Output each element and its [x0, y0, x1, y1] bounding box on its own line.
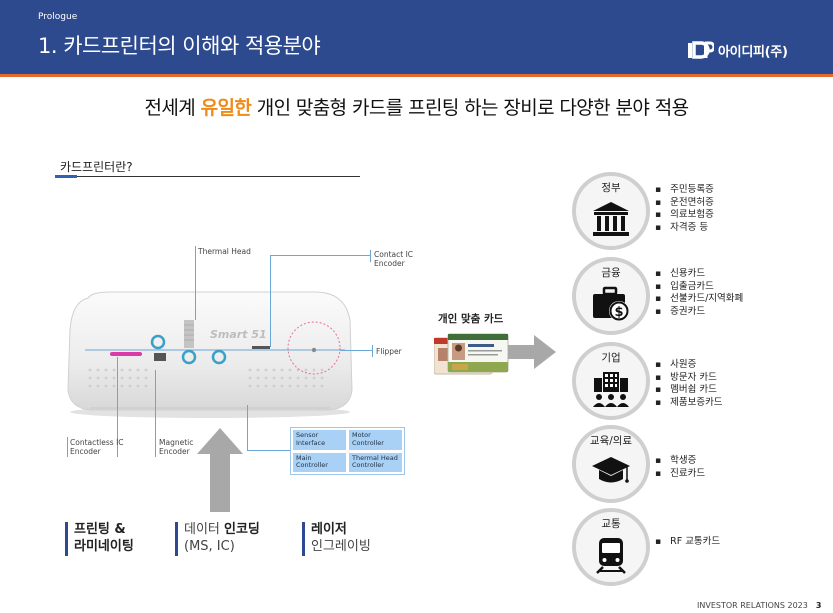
office-people-icon: [593, 372, 629, 407]
capability-laser: 레이저 인그레이빙: [302, 522, 371, 556]
category-transport-list: RF 교통카드: [655, 536, 720, 549]
controller-motor: Motor Controller: [349, 430, 402, 450]
category-label: 교통: [601, 518, 621, 530]
controller-sensor-interface: Sensor Interface: [293, 430, 346, 450]
list-item: 주민등록증: [655, 184, 714, 197]
category-finance-list: 신용카드 입출금카드 선불카드/지역화폐 증권카드: [655, 268, 743, 318]
flipper-line-tick: [372, 345, 373, 357]
svg-text:Smart 51: Smart 51: [210, 328, 267, 341]
headline-pre: 전세계: [144, 97, 201, 119]
thermal-head-line: [195, 246, 196, 320]
capability-bar: [65, 522, 68, 556]
section-title: 카드프린터란?: [60, 160, 133, 174]
list-item: 신용카드: [655, 268, 743, 281]
category-finance: 금융 $: [572, 257, 650, 335]
capability-printing: 프린팅 & 라미네이팅: [65, 522, 134, 556]
headline-highlight: 유일한: [200, 97, 252, 119]
prologue-label: Prologue: [38, 12, 78, 22]
category-education-medical: 교육/의료: [572, 425, 650, 503]
list-item: 진료카드: [655, 468, 705, 481]
section-rule: [55, 176, 360, 177]
id-card-image: [434, 333, 509, 375]
contact-ic-line-v: [270, 255, 271, 347]
category-enterprise-list: 사원증 방문자 카드 멤버쉽 카드 제품보증카드: [655, 359, 723, 410]
category-transport: 교통: [572, 508, 650, 586]
controller-line-h: [247, 450, 290, 451]
graduation-cap-icon: [592, 457, 630, 483]
list-item: 자격증 등: [655, 222, 714, 235]
controller-box: Sensor Interface Motor Controller Main C…: [290, 427, 405, 475]
government-building-icon: [593, 202, 629, 236]
page-title: 1. 카드프린터의 이해와 적용분야: [38, 34, 321, 58]
header-accent-stripe: [0, 74, 833, 77]
brand-name: 아이디피(주): [718, 44, 788, 60]
headline: 전세계 유일한 개인 맞춤형 카드를 프린팅 하는 장비로 다양한 분야 적용: [0, 93, 833, 120]
magnetic-line: [155, 370, 156, 457]
card-title: 개인 맞춤 카드: [438, 313, 504, 325]
category-label: 금융: [601, 267, 621, 279]
list-item: 입출금카드: [655, 281, 743, 294]
category-education-medical-list: 학생증 진료카드: [655, 455, 705, 480]
category-government-list: 주민등록증 운전면허증 의료보험증 자격증 등: [655, 184, 714, 234]
contact-ic-label: Contact IC Encoder: [374, 250, 414, 268]
list-item: 방문자 카드: [655, 372, 723, 385]
magnetic-label: Magnetic Encoder: [159, 438, 194, 456]
up-arrow-icon: [197, 428, 243, 512]
list-item: 제품보증카드: [655, 397, 722, 410]
footer: INVESTOR RELATIONS 2023 3: [697, 601, 821, 610]
footer-text: INVESTOR RELATIONS 2023: [697, 601, 808, 610]
category-government: 정부: [572, 172, 650, 250]
list-item: 운전면허증: [655, 197, 714, 210]
controller-thermal-head: Thermal Head Controller: [349, 452, 402, 473]
money-briefcase-icon: $: [593, 286, 629, 321]
list-item: 멤버쉽 카드: [655, 384, 723, 397]
flipper-label: Flipper: [376, 347, 402, 356]
contactless-ic-label: Contactless IC Encoder: [70, 438, 124, 456]
header-bar: [0, 0, 833, 74]
card-printer-illustration: Smart 51: [67, 291, 353, 418]
category-enterprise: 기업: [572, 342, 650, 420]
flipper-line: [340, 350, 372, 351]
capability-encoding: 데이터 인코딩 (MS, IC): [175, 522, 260, 556]
controller-main: Main Controller: [293, 452, 346, 473]
svg-text:$: $: [614, 305, 623, 320]
list-item: 의료보험증: [655, 209, 714, 222]
capability-bar: [175, 522, 178, 556]
contactless-ic-line: [117, 357, 118, 457]
contactless-ic-line-tick: [67, 437, 68, 457]
capability-bar: [302, 522, 305, 556]
thermal-head-label: Thermal Head: [198, 247, 251, 256]
page-number: 3: [815, 601, 822, 610]
contact-ic-line-h: [270, 255, 370, 256]
list-item: 선불카드/지역화폐: [655, 293, 743, 306]
train-icon: [596, 538, 626, 574]
category-label: 교육/의료: [589, 435, 633, 447]
list-item: RF 교통카드: [655, 536, 720, 549]
section-rule-accent: [55, 175, 77, 178]
right-arrow-icon: [508, 335, 556, 369]
brand-logo-icon: [688, 41, 714, 59]
category-label: 기업: [601, 352, 621, 364]
contact-ic-line-tick: [370, 250, 371, 262]
list-item: 사원증: [655, 359, 723, 372]
controller-line-v: [247, 405, 248, 450]
brand: 아이디피(주): [688, 40, 788, 60]
category-label: 정부: [601, 182, 621, 194]
list-item: 증권카드: [655, 306, 743, 319]
list-item: 학생증: [655, 455, 705, 468]
headline-post: 개인 맞춤형 카드를 프린팅 하는 장비로 다양한 분야 적용: [251, 97, 689, 119]
